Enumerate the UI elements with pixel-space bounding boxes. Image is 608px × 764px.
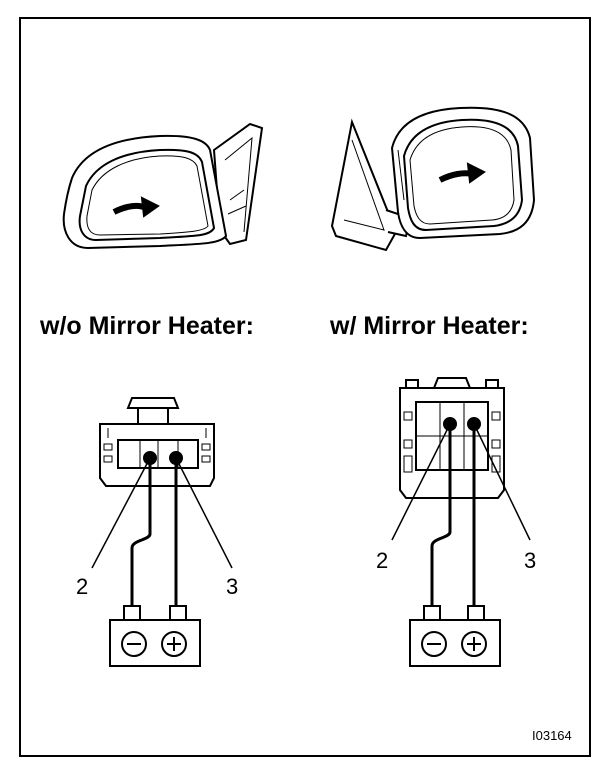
- right-mirror-illustration: [330, 106, 536, 252]
- figure-id: I03164: [532, 728, 572, 743]
- left-battery: [109, 605, 201, 667]
- label-without-mirror-heater: w/o Mirror Heater:: [40, 312, 254, 340]
- right-wiring: [391, 423, 531, 606]
- right-pin-label-2: 2: [376, 548, 389, 573]
- left-wiring: [91, 457, 233, 606]
- right-pin-label-3: 3: [524, 548, 537, 573]
- figure-border: [19, 17, 591, 757]
- right-connector: [399, 377, 505, 499]
- left-connector: [99, 397, 215, 487]
- left-pin-label-3: 3: [226, 574, 239, 599]
- label-with-mirror-heater: w/ Mirror Heater:: [330, 312, 529, 340]
- left-mirror-illustration: [62, 122, 264, 250]
- left-pin-label-2: 2: [76, 574, 89, 599]
- right-battery: [409, 605, 501, 667]
